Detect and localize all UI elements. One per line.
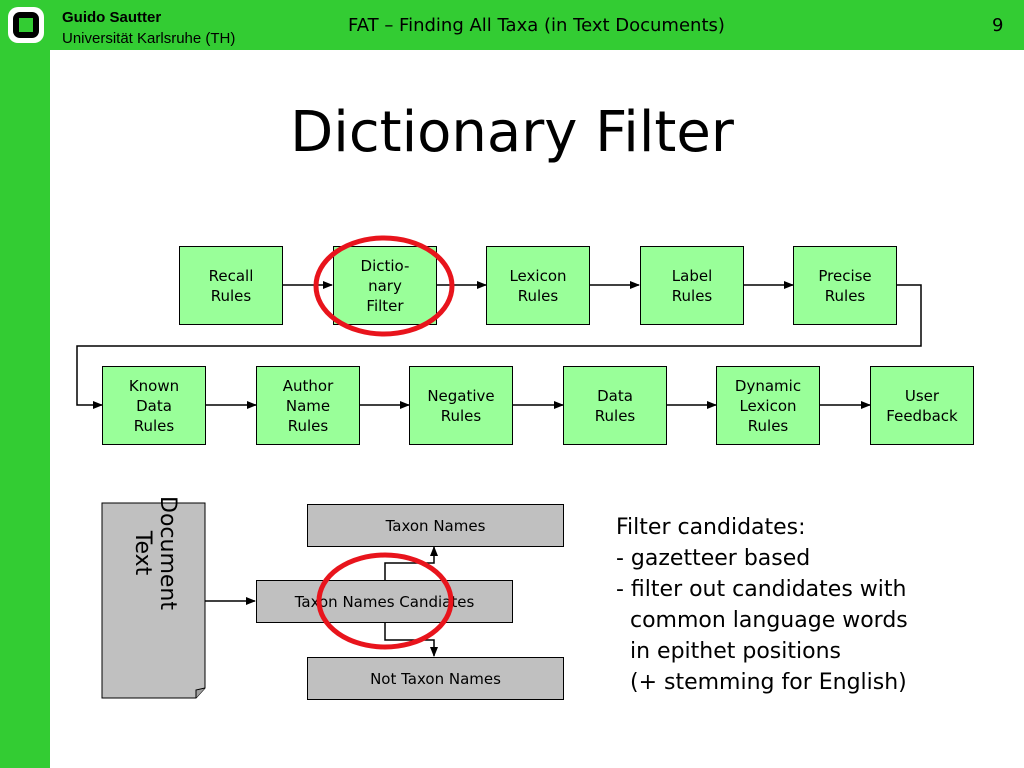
author-name: Guido Sautter <box>62 9 162 26</box>
notes-list: Filter candidates: - gazetteer based - f… <box>616 512 908 698</box>
box-user-feedback: User Feedback <box>870 366 974 445</box>
left-sidebar-band <box>0 0 50 768</box>
note-line: common language words <box>616 608 908 633</box>
arrow-candidates-to-taxon-names <box>384 546 438 580</box>
slide-title: Dictionary Filter <box>290 100 734 165</box>
note-line: (+ stemming for English) <box>616 670 907 695</box>
affiliation: Universität Karlsruhe (TH) <box>62 30 236 47</box>
box-negative-rules: Negative Rules <box>409 366 513 445</box>
box-label-rules: Label Rules <box>640 246 744 325</box>
document-corner-fold <box>195 687 206 698</box>
box-precise-rules: Precise Rules <box>793 246 897 325</box>
box-dictionary-filter: Dictio- nary Filter <box>333 246 437 325</box>
box-author-name-rules: Author Name Rules <box>256 366 360 445</box>
box-not-taxon-names: Not Taxon Names <box>307 657 564 700</box>
box-data-rules: Data Rules <box>563 366 667 445</box>
note-line: - gazetteer based <box>616 546 811 571</box>
note-line: - filter out candidates with <box>616 577 907 602</box>
box-lexicon-rules: Lexicon Rules <box>486 246 590 325</box>
arrow-precise-to-known-data <box>76 284 922 409</box>
header-band <box>50 0 1024 50</box>
university-logo-icon <box>8 7 44 43</box>
box-recall-rules: Recall Rules <box>179 246 283 325</box>
box-dynamic-lexicon-rules: Dynamic Lexicon Rules <box>716 366 820 445</box>
note-line: in epithet positions <box>616 639 841 664</box>
note-line: Filter candidates: <box>616 515 806 540</box>
box-known-data-rules: Known Data Rules <box>102 366 206 445</box>
presentation-title: FAT – Finding All Taxa (in Text Document… <box>348 15 725 36</box>
page-number: 9 <box>992 15 1004 36</box>
arrow-candidates-to-not-taxon-names <box>384 622 438 657</box>
box-taxon-names-candidates: Taxon Names Candiates <box>256 580 513 623</box>
box-taxon-names: Taxon Names <box>307 504 564 547</box>
